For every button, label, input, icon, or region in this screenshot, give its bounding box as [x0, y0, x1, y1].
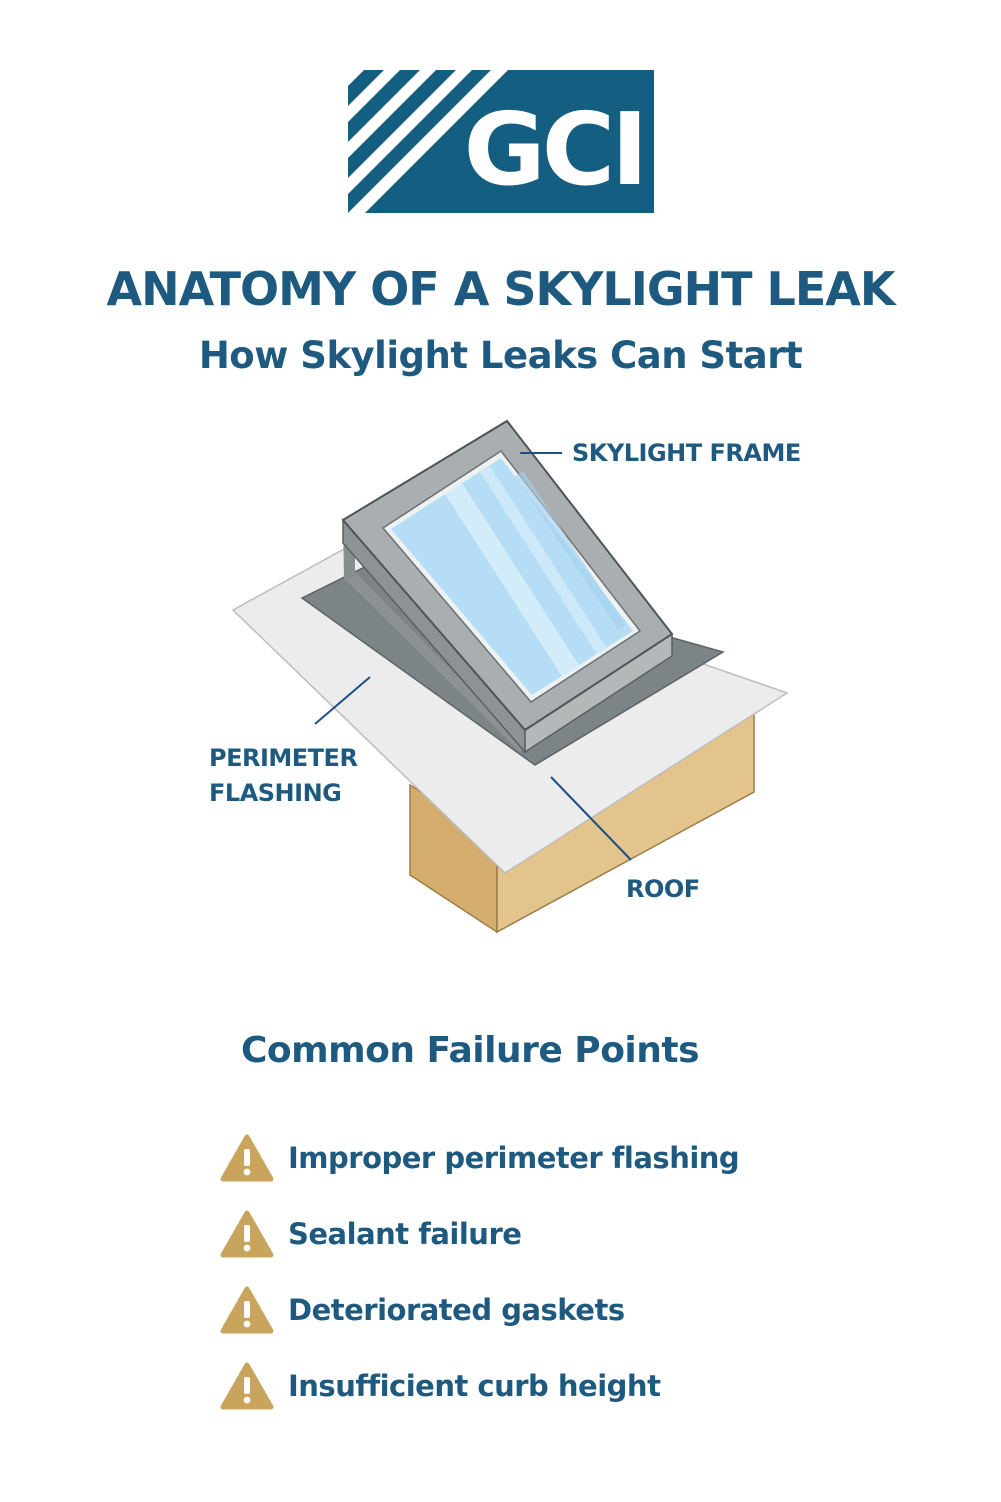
skylight-frame-label: SKYLIGHT FRAME: [572, 439, 801, 467]
logo-stripe: [348, 70, 364, 86]
skylight-glass: [391, 458, 633, 695]
skylight-diagram: SKYLIGHT FRAME PERIMETER FLASHING ROOF: [209, 419, 801, 934]
list-item: Sealant failure: [220, 1196, 920, 1272]
logo-stripe: [348, 70, 436, 158]
failure-point-label: Deteriorated gaskets: [288, 1293, 625, 1327]
gci-logo: GCI: [348, 70, 654, 213]
page-title: ANATOMY OF A SKYLIGHT LEAK: [106, 262, 895, 316]
list-item: Insufficient curb height: [220, 1348, 920, 1424]
warning-triangle-icon: [220, 1286, 274, 1334]
perimeter-flashing-label-line1: PERIMETER: [209, 744, 357, 772]
warning-triangle-icon: [220, 1210, 274, 1258]
failure-point-label: Sealant failure: [288, 1217, 522, 1251]
roof-leader: [550, 776, 632, 861]
logo-stripe: [348, 70, 508, 213]
list-item: Deteriorated gaskets: [220, 1272, 920, 1348]
building-block: [409, 698, 755, 934]
failure-points-list: Improper perimeter flashing Sealant fail…: [220, 1120, 920, 1424]
failure-points-title: Common Failure Points: [240, 1030, 700, 1071]
list-item: Improper perimeter flashing: [220, 1120, 920, 1196]
logo-stripe: [348, 70, 472, 194]
warning-triangle-icon: [220, 1134, 274, 1182]
logo-text: GCI: [464, 91, 645, 208]
page-subtitle: How Skylight Leaks Can Start: [198, 334, 803, 377]
roof-label: ROOF: [626, 875, 700, 903]
failure-point-label: Improper perimeter flashing: [288, 1141, 740, 1175]
perimeter-flashing-label-line2: FLASHING: [209, 779, 341, 807]
logo-stripe: [348, 70, 400, 122]
failure-point-label: Insufficient curb height: [288, 1369, 661, 1403]
warning-triangle-icon: [220, 1362, 274, 1410]
perimeter-flashing-leader: [314, 676, 371, 725]
